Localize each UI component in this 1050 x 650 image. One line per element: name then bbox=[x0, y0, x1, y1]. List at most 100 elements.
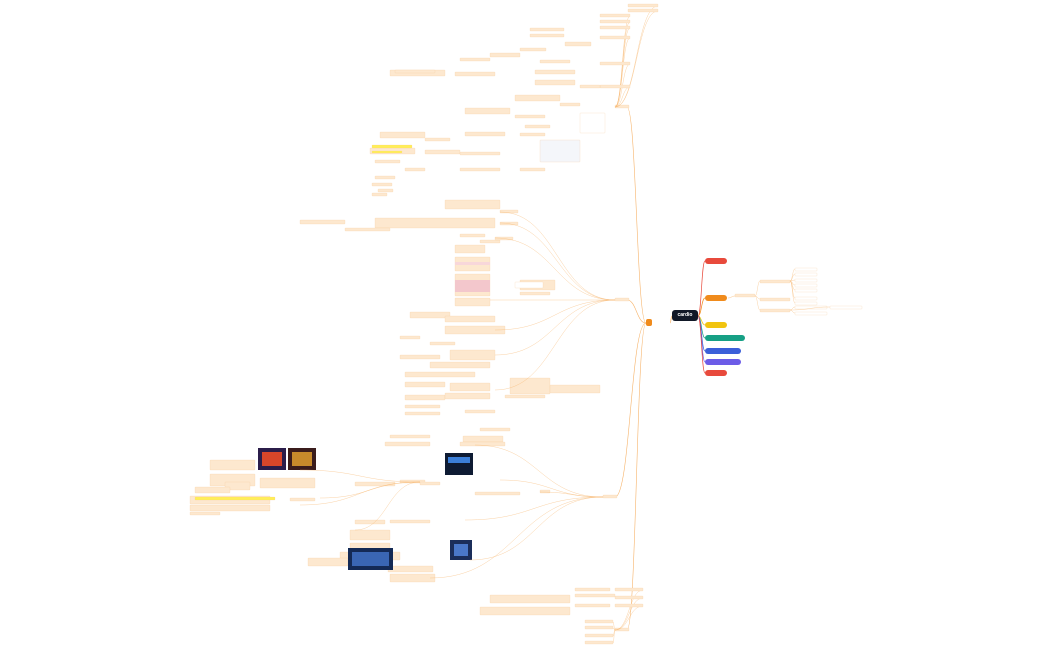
map-node[interactable] bbox=[759, 308, 791, 313]
map-node[interactable] bbox=[454, 71, 496, 77]
map-node[interactable] bbox=[454, 244, 486, 254]
map-node[interactable] bbox=[389, 519, 431, 524]
map-node[interactable] bbox=[429, 361, 491, 369]
root-node[interactable]: cardio bbox=[672, 310, 698, 321]
map-node[interactable] bbox=[519, 132, 546, 137]
map-node[interactable] bbox=[404, 394, 446, 401]
map-node[interactable] bbox=[534, 79, 576, 86]
map-node[interactable] bbox=[387, 565, 434, 573]
map-node[interactable] bbox=[599, 25, 631, 30]
map-node[interactable] bbox=[529, 33, 565, 38]
map-node[interactable] bbox=[404, 381, 446, 388]
highlight-node[interactable] bbox=[371, 150, 403, 154]
map-node[interactable] bbox=[389, 434, 431, 439]
map-node[interactable] bbox=[371, 192, 388, 197]
map-node[interactable] bbox=[499, 221, 519, 226]
map-node[interactable] bbox=[519, 167, 546, 172]
map-node[interactable] bbox=[289, 497, 316, 502]
map-node[interactable] bbox=[209, 459, 256, 471]
map-node[interactable] bbox=[599, 61, 631, 66]
map-node[interactable] bbox=[627, 8, 659, 13]
map-node[interactable] bbox=[794, 283, 818, 288]
node-image[interactable] bbox=[262, 452, 282, 466]
map-node[interactable] bbox=[462, 435, 504, 443]
map-node[interactable] bbox=[614, 603, 644, 608]
hub-node[interactable] bbox=[614, 297, 630, 302]
map-node[interactable] bbox=[794, 301, 818, 306]
map-node[interactable] bbox=[389, 573, 436, 583]
map-node[interactable] bbox=[459, 151, 501, 156]
map-node[interactable] bbox=[449, 349, 496, 361]
branch-node[interactable] bbox=[705, 322, 727, 328]
map-node[interactable] bbox=[429, 341, 456, 346]
branch-node[interactable] bbox=[705, 295, 727, 301]
node-image[interactable] bbox=[455, 262, 490, 265]
map-node[interactable] bbox=[419, 481, 441, 486]
map-node[interactable] bbox=[189, 511, 221, 516]
map-node[interactable] bbox=[759, 297, 791, 302]
map-node[interactable] bbox=[549, 384, 601, 394]
map-node[interactable] bbox=[794, 272, 818, 277]
map-node[interactable] bbox=[734, 293, 756, 298]
map-node[interactable] bbox=[794, 278, 818, 283]
map-node[interactable] bbox=[519, 291, 551, 296]
map-node[interactable] bbox=[374, 175, 396, 180]
central-branch-node[interactable] bbox=[646, 319, 652, 326]
map-node[interactable] bbox=[464, 409, 496, 414]
map-node[interactable] bbox=[614, 595, 644, 600]
hub-node[interactable] bbox=[602, 494, 618, 499]
map-node[interactable] bbox=[404, 167, 426, 172]
diagram-node[interactable] bbox=[539, 139, 581, 163]
map-node[interactable] bbox=[584, 633, 614, 638]
map-node[interactable] bbox=[599, 19, 631, 24]
map-node[interactable] bbox=[349, 529, 391, 541]
map-node[interactable] bbox=[464, 107, 511, 115]
map-node[interactable] bbox=[374, 217, 496, 229]
node-image[interactable] bbox=[352, 552, 389, 566]
branch-node[interactable] bbox=[705, 348, 741, 354]
map-node[interactable] bbox=[394, 69, 436, 74]
node-image[interactable] bbox=[454, 544, 468, 556]
map-node[interactable] bbox=[384, 441, 431, 447]
map-node[interactable] bbox=[474, 491, 521, 496]
map-node[interactable] bbox=[584, 625, 614, 630]
branch-node[interactable] bbox=[705, 359, 741, 365]
map-node[interactable] bbox=[509, 377, 551, 395]
map-node[interactable] bbox=[444, 392, 491, 400]
map-node[interactable] bbox=[794, 288, 818, 293]
map-node[interactable] bbox=[399, 335, 421, 340]
map-node[interactable] bbox=[614, 587, 644, 592]
map-node[interactable] bbox=[574, 587, 611, 592]
map-node[interactable] bbox=[539, 489, 551, 494]
hub-node[interactable] bbox=[614, 627, 630, 632]
map-node[interactable] bbox=[424, 137, 451, 142]
map-node[interactable] bbox=[354, 519, 386, 525]
map-node[interactable] bbox=[371, 182, 393, 187]
highlight-node[interactable] bbox=[194, 496, 276, 501]
map-node[interactable] bbox=[627, 3, 659, 8]
map-node[interactable] bbox=[599, 84, 631, 89]
map-node[interactable] bbox=[559, 102, 581, 107]
map-node[interactable] bbox=[449, 382, 491, 392]
map-node[interactable] bbox=[424, 149, 461, 155]
map-node[interactable] bbox=[444, 325, 506, 335]
map-node[interactable] bbox=[459, 167, 501, 172]
map-node[interactable] bbox=[599, 13, 631, 18]
map-node[interactable] bbox=[599, 35, 631, 40]
map-node[interactable] bbox=[489, 594, 571, 604]
map-node[interactable] bbox=[464, 131, 506, 137]
node-image[interactable] bbox=[445, 453, 473, 475]
hub-node[interactable] bbox=[614, 104, 630, 109]
branch-node[interactable] bbox=[705, 258, 727, 264]
map-node[interactable] bbox=[444, 315, 496, 323]
map-node[interactable] bbox=[499, 209, 519, 214]
map-node[interactable] bbox=[794, 296, 818, 301]
map-node[interactable] bbox=[504, 394, 546, 399]
map-node[interactable] bbox=[574, 603, 611, 608]
map-node[interactable] bbox=[404, 404, 441, 409]
map-node[interactable] bbox=[194, 486, 231, 494]
diagram-node[interactable] bbox=[579, 112, 606, 134]
map-node[interactable] bbox=[299, 219, 346, 225]
map-node[interactable] bbox=[259, 477, 316, 489]
map-node[interactable] bbox=[514, 114, 546, 119]
